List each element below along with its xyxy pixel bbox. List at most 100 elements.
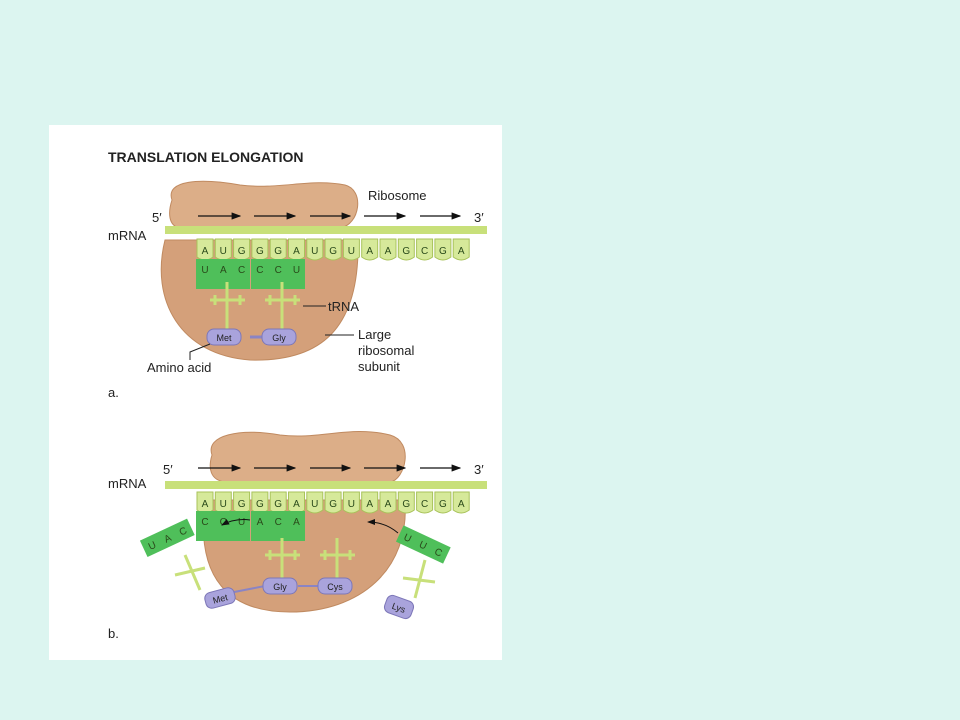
amino-acid-cys [317,577,353,595]
mrna-label: mRNA [108,476,147,491]
codon-base: C [421,499,428,510]
anticodon-base: U [238,517,245,528]
five-prime-label: 5′ [163,462,173,477]
codon-base: U [311,499,318,510]
codon-base: G [274,246,282,257]
three-prime-label: 3′ [474,462,484,477]
codon-base-tab [452,491,470,514]
large-subunit-label: Large [358,327,391,342]
codon-base: G [402,499,410,510]
anticodon-base: A [293,517,300,528]
codon-base-tab [434,491,452,514]
codon-base: U [348,499,355,510]
codon-base: G [439,499,447,510]
mrna-strand [165,226,487,234]
three-prime-label: 3′ [474,210,484,225]
panel-a-label: a. [108,385,119,400]
codon-base: C [421,246,428,257]
incoming-trna: U U C [395,525,451,564]
codon-base-tab [361,491,379,514]
anticodon-base: C [201,517,208,528]
codon-base: G [274,499,282,510]
anticodon-base: A [257,517,264,528]
anticodon-base: A [163,533,174,546]
amino-acid-label: Met [216,333,232,343]
large-subunit-label: subunit [358,359,400,374]
codon-base: A [202,499,209,510]
amino-acid-label: Gly [272,333,286,343]
codon-base: A [202,246,209,257]
codon-base: G [329,246,337,257]
codon-base: U [220,499,227,510]
codon-base-tab [342,238,360,261]
codon-base: A [293,499,300,510]
codon-base: G [439,246,447,257]
panel-b-label: b. [108,626,119,641]
anticodon-base: U [417,539,428,552]
trna-anticodon-arm [251,259,305,289]
anticodon-base: U [201,265,208,276]
amino-acid-label: Gly [273,582,287,592]
codon-base-tab [416,491,434,514]
codon-base-tab [379,491,397,514]
codon-base-tab [342,491,360,514]
codon-base-tab [434,238,452,261]
codon-base: G [238,246,246,257]
codon-base: G [256,499,264,510]
amino-acid-lys [383,594,415,620]
codon-base-tab [416,238,434,261]
diagram-title: TRANSLATION ELONGATION [108,149,303,165]
codon-base-tab [379,238,397,261]
codon-base-tab [306,491,324,514]
codon-base: U [311,246,318,257]
codon-base: A [385,499,392,510]
trna-sites [174,538,436,599]
amino-acid-caption: Amino acid [147,360,211,375]
codon-base: A [385,246,392,257]
anticodon-base: U [293,265,300,276]
amino-acid-met [204,587,236,609]
trna-anticodon-arm [251,511,305,541]
trna-anticodon-arm [196,259,250,289]
anticodon-base: U [402,532,413,545]
anticodon-base: C [178,525,189,538]
exiting-trna: U A C [139,518,195,557]
codon-base: A [366,499,373,510]
anticodon-base: C [275,265,282,276]
codon-base: A [458,246,465,257]
anticodon-base: C [256,265,263,276]
codon-base-tab [306,238,324,261]
codon-base: G [329,499,337,510]
codon-base-tab [324,238,342,261]
anticodon-base: U [147,540,158,553]
codon-base-tab [361,238,379,261]
codon-base: A [366,246,373,257]
amino-acid-label: Cys [327,582,343,592]
trna-p-site [210,282,300,330]
mrna-label: mRNA [108,228,147,243]
amino-acid-gly [262,577,298,595]
small-ribosomal-subunit [209,430,406,483]
codon-base: A [293,246,300,257]
mrna-strand [165,481,487,489]
codon-base: U [348,246,355,257]
anticodon-base: C [220,517,227,528]
codon-base-tab [397,238,415,261]
codon-base: A [458,499,465,510]
codon-base: G [238,499,246,510]
amino-acid-label: Met [212,592,230,606]
ribosome-label: Ribosome [368,188,427,203]
amino-acid-gly [261,328,297,346]
trna-label: tRNA [328,299,359,314]
codon-base-tab [452,238,470,261]
anticodon-base: C [275,517,282,528]
anticodon-base: A [220,265,227,276]
amino-acid-met [206,328,242,346]
codon-base: G [256,246,264,257]
codon-base-tab [324,491,342,514]
codon-base-tab [397,491,415,514]
